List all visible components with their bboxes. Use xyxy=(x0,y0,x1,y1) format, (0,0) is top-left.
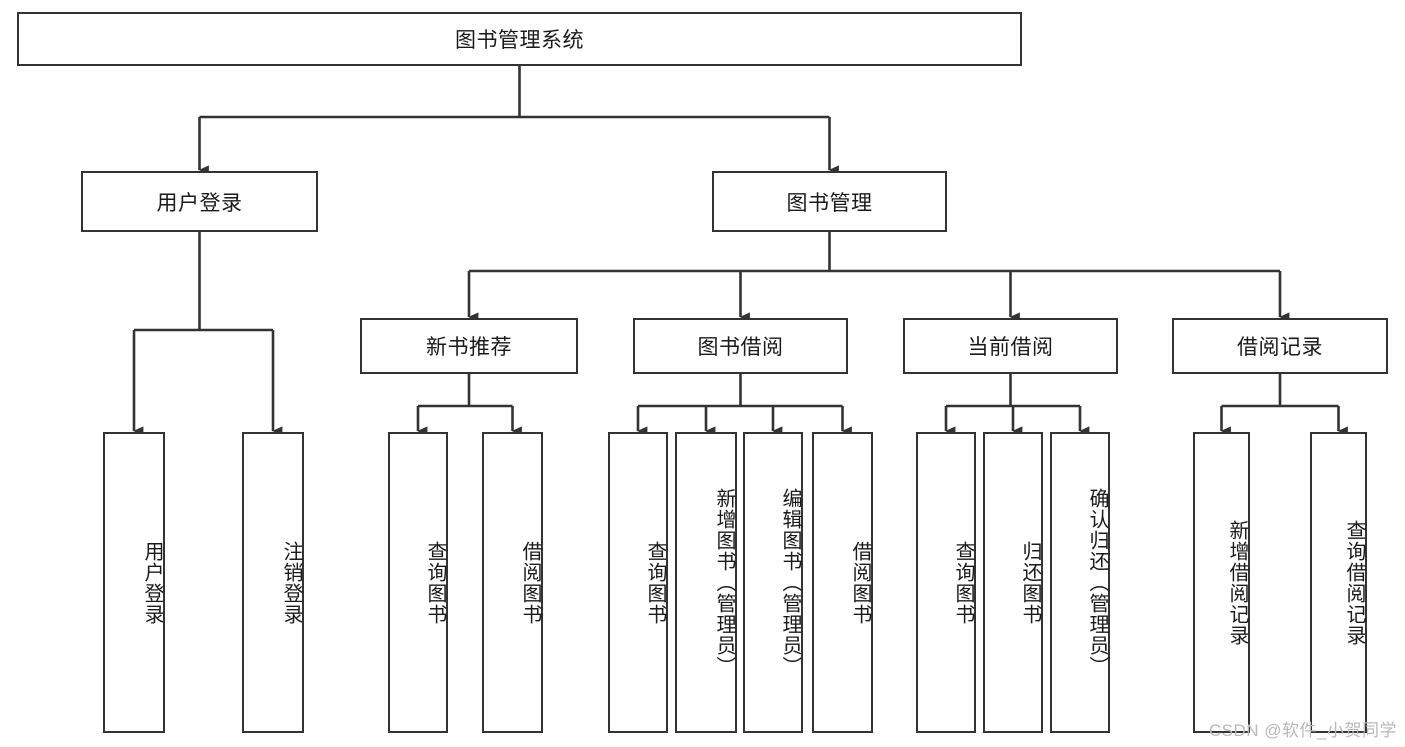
node-label: 查询图书 xyxy=(644,540,666,625)
node-leaf-query-book-recommend[interactable]: 查询图书 xyxy=(388,432,448,733)
node-leaf-add-borrow-record[interactable]: 新增借阅记录 xyxy=(1193,432,1250,733)
node-leaf-query-book-current[interactable]: 查询图书 xyxy=(916,432,976,733)
node-label: 确认归还（管理员） xyxy=(1086,488,1108,677)
node-root[interactable]: 图书管理系统 xyxy=(17,12,1022,66)
node-leaf-edit-book-admin[interactable]: 编辑图书（管理员） xyxy=(743,432,803,733)
node-book-borrow[interactable]: 图书借阅 xyxy=(633,318,848,374)
node-label: 查询图书 xyxy=(952,540,974,625)
node-leaf-add-book-admin[interactable]: 新增图书（管理员） xyxy=(675,432,737,733)
node-label: 借阅图书 xyxy=(519,540,541,625)
node-label: 新增图书（管理员） xyxy=(713,488,735,677)
node-label: 注销登录 xyxy=(280,540,302,625)
node-label: 归还图书 xyxy=(1019,540,1041,625)
watermark: CSDN @软件_小贺同学 xyxy=(1208,721,1397,740)
node-label: 查询借阅记录 xyxy=(1343,519,1365,646)
node-leaf-return-book[interactable]: 归还图书 xyxy=(983,432,1043,733)
node-label: 新增借阅记录 xyxy=(1226,519,1248,646)
node-current-borrow[interactable]: 当前借阅 xyxy=(903,318,1118,374)
node-leaf-user-login[interactable]: 用户登录 xyxy=(103,432,165,733)
node-leaf-borrow-book[interactable]: 借阅图书 xyxy=(812,432,873,733)
node-leaf-borrow-book-recommend[interactable]: 借阅图书 xyxy=(482,432,543,733)
node-leaf-logout[interactable]: 注销登录 xyxy=(242,432,304,733)
node-leaf-confirm-return-admin[interactable]: 确认归还（管理员） xyxy=(1050,432,1110,733)
node-label: 用户登录 xyxy=(141,540,163,625)
node-label: 借阅图书 xyxy=(849,540,871,625)
node-book-manage[interactable]: 图书管理 xyxy=(712,171,947,232)
node-new-book-recommend[interactable]: 新书推荐 xyxy=(360,318,578,374)
node-user-login[interactable]: 用户登录 xyxy=(81,171,318,232)
node-borrow-record[interactable]: 借阅记录 xyxy=(1172,318,1388,374)
node-label: 编辑图书（管理员） xyxy=(779,488,801,677)
node-leaf-query-borrow-record[interactable]: 查询借阅记录 xyxy=(1310,432,1367,733)
node-label: 查询图书 xyxy=(424,540,446,625)
node-leaf-query-book-borrow[interactable]: 查询图书 xyxy=(608,432,668,733)
